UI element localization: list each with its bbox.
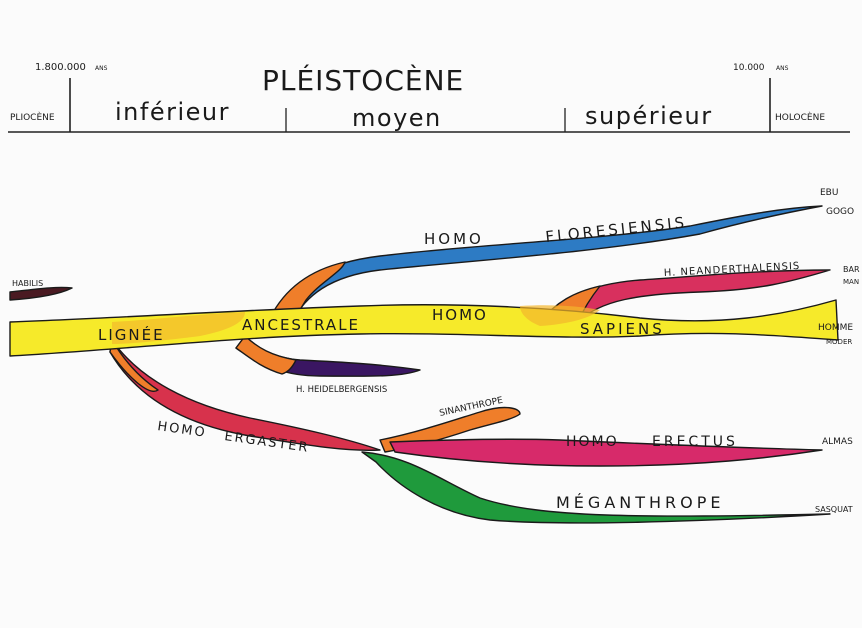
meganthrope-end-sasquat: SASQUAT (815, 505, 853, 514)
sapiens-end-homme: HOMME (818, 323, 853, 333)
erectus-label-homo: HOMO (566, 434, 619, 450)
period-label-middle: moyen (352, 104, 442, 132)
ancestral-label-homo: HOMO (432, 306, 488, 324)
heidelbergensis-transition (236, 336, 296, 374)
meganthrope-label: MÉGANTHROPE (556, 493, 725, 512)
after-epoch-label: HOLOCÈNE (775, 111, 825, 123)
ancestral-label-ancestrale: ANCESTRALE (242, 316, 360, 334)
sapiens-label: SAPIENS (580, 320, 665, 338)
erectus-end-almas: ALMAS (822, 437, 853, 447)
branches (10, 206, 838, 523)
period-label-lower: inférieur (115, 98, 230, 126)
modern-form-labels: EBU GOGO BAR MAN HOMME MODER ALMAS SASQU… (815, 188, 860, 514)
ancestral-label-lignee: LIGNÉE (98, 325, 165, 344)
neanderthal-end-man: MAN (843, 278, 859, 286)
neanderthal-end-bar: BAR (843, 265, 860, 274)
before-epoch-label: PLIOCÈNE (10, 111, 55, 123)
timeline-title: PLÉISTOCÈNE (262, 63, 464, 97)
floresiensis-label-homo: HOMO (424, 230, 484, 248)
timeline-header: 1.800.000 ANS 10.000 ANS PLÉISTOCÈNE PLI… (8, 62, 850, 132)
heidelbergensis-label: H. HEIDELBERGENSIS (296, 385, 387, 395)
floresiensis-end-gogo: GOGO (826, 207, 854, 217)
floresiensis-end-ebu: EBU (820, 188, 838, 198)
erectus-label-name: ERECTUS (652, 434, 738, 450)
habilis-label: HABILIS (12, 279, 43, 288)
timeline-start-unit: ANS (95, 65, 108, 72)
timeline-end-unit: ANS (776, 65, 789, 72)
timeline-start-date: 1.800.000 (35, 62, 86, 73)
period-label-upper: supérieur (585, 102, 713, 130)
timeline-end-date: 10.000 (733, 63, 765, 73)
habilis-branch (10, 287, 72, 300)
sapiens-end-moder: MODER (826, 338, 852, 346)
